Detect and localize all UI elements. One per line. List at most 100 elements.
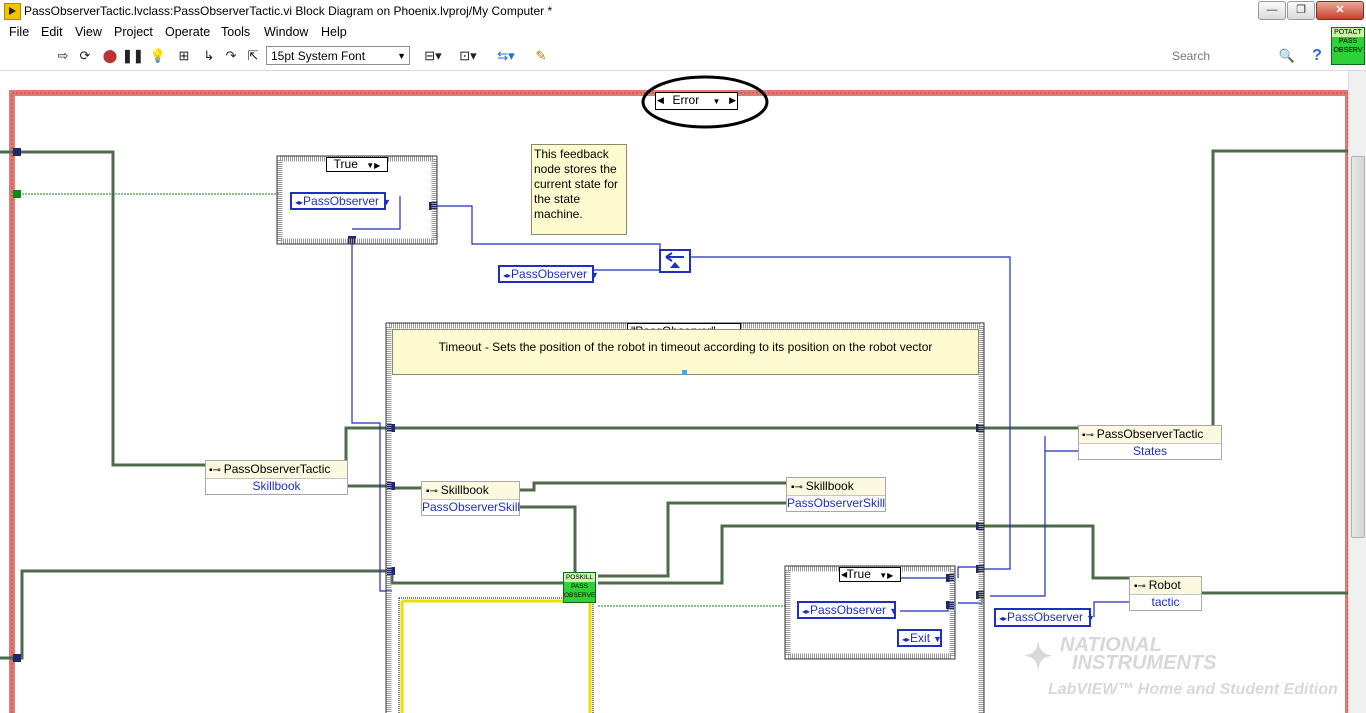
menu-project[interactable]: Project bbox=[114, 25, 153, 39]
enum-constant-exit[interactable]: ◂▸Exit▼ bbox=[897, 629, 942, 647]
window-title: PassObserverTactic.lvclass:PassObserverT… bbox=[24, 4, 553, 18]
ni-watermark-line2: INSTRUMENTS bbox=[1072, 652, 1217, 674]
minimize-button[interactable]: — bbox=[1258, 1, 1286, 20]
increment-icon[interactable]: ▶ bbox=[729, 95, 736, 105]
timeout-comment[interactable]: Timeout - Sets the position of the robot… bbox=[392, 329, 979, 375]
run-continuous-icon[interactable]: ⟳ bbox=[79, 48, 91, 63]
enum-arrows-icon: ◂▸ bbox=[902, 635, 911, 644]
unbundle-tactic-skillbook[interactable]: ▪⊸ PassObserverTactic Skillbook bbox=[205, 460, 348, 495]
font-select-value: 15pt System Font bbox=[271, 49, 366, 63]
bundle-header: ▪⊸ Robot bbox=[1130, 577, 1201, 594]
maximize-button[interactable]: ❐ bbox=[1287, 1, 1315, 20]
enum-constant-exit-value: Exit bbox=[910, 631, 931, 645]
distribute-icon[interactable]: ⊡▾ bbox=[459, 48, 477, 63]
bundle-field: States bbox=[1079, 443, 1221, 459]
pause-icon[interactable]: ❚❚ bbox=[122, 48, 144, 63]
block-diagram[interactable]: ◀ Error ▼ ▶ True ▼▶ ◂▸PassObserver▼ This… bbox=[0, 71, 1348, 713]
vi-icon-line3: OBSERV bbox=[1333, 47, 1363, 54]
unbundle-header: ▪⊸ PassObserverTactic bbox=[206, 461, 347, 478]
search-input[interactable]: Search bbox=[1172, 49, 1211, 63]
true-case-selector-value: True bbox=[333, 157, 358, 171]
cleanup-icon[interactable]: ✎ bbox=[535, 48, 547, 63]
subvi-line2: PASS bbox=[571, 583, 588, 590]
vi-icon-line1: POTACT bbox=[1332, 28, 1364, 37]
ni-watermark-line1: NATIONAL bbox=[1060, 634, 1162, 656]
pass-observer-skill-subvi[interactable]: POSKILL PASS OBSERVE bbox=[563, 572, 596, 603]
enum-wire-1 bbox=[432, 205, 661, 257]
true-case-selector-2[interactable]: ◀ True ▼▶ bbox=[839, 567, 901, 582]
unbundle-class-name: PassObserverTactic bbox=[223, 462, 331, 476]
bundle-tactic-states[interactable]: ▪⊸ PassObserverTactic States bbox=[1078, 425, 1222, 460]
ni-eagle-logo-icon: ✦ bbox=[1024, 638, 1053, 676]
enum-constant-top-value: PassObserver bbox=[303, 194, 380, 208]
title-bar: PassObserverTactic.lvclass:PassObserverT… bbox=[0, 0, 1366, 24]
chevron-down-icon: ▼ bbox=[397, 51, 406, 61]
class-icon: ▪⊸ bbox=[1082, 430, 1097, 441]
step-out-icon[interactable]: ⇱ bbox=[247, 48, 259, 63]
step-into-icon[interactable]: ↳ bbox=[203, 48, 215, 63]
feedback-node bbox=[659, 249, 691, 273]
unbundle-field: PassObserverSkill bbox=[422, 499, 521, 515]
menu-operate[interactable]: Operate bbox=[165, 25, 211, 39]
feedback-comment[interactable]: This feedback node stores the current st… bbox=[531, 144, 627, 235]
enum-arrows-icon: ◂▸ bbox=[999, 614, 1008, 623]
chevron-down-icon: ▼ bbox=[712, 97, 721, 106]
menu-file[interactable]: File bbox=[9, 25, 30, 39]
chevron-down-icon: ▼ bbox=[1086, 613, 1095, 623]
menu-window[interactable]: Window bbox=[264, 25, 309, 39]
error-wire bbox=[402, 599, 592, 713]
enum-constant-feedback[interactable]: ◂▸PassObserver▼ bbox=[498, 265, 599, 283]
labview-app-icon bbox=[4, 3, 21, 20]
search-icon[interactable]: 🔍 bbox=[1278, 48, 1296, 63]
chevron-down-icon: ▼ bbox=[382, 197, 391, 207]
decrement-icon[interactable]: ◀ bbox=[657, 95, 664, 105]
decrement-icon[interactable]: ◀ bbox=[841, 570, 848, 579]
step-over-icon[interactable]: ↷ bbox=[225, 48, 237, 63]
abort-icon[interactable]: ⬤ bbox=[102, 48, 118, 63]
unbundle-class-name: Skillbook bbox=[805, 479, 854, 493]
menu-tools[interactable]: Tools bbox=[221, 25, 251, 39]
true-case-selector[interactable]: True ▼▶ bbox=[326, 157, 388, 172]
unbundle-skillbook-2[interactable]: ▪⊸ Skillbook PassObserverSkill bbox=[786, 477, 886, 512]
help-icon[interactable]: ? bbox=[1312, 47, 1322, 64]
bundle-class-name: PassObserverTactic bbox=[1096, 427, 1204, 441]
vi-icon[interactable]: POTACT PASS OBSERV bbox=[1331, 27, 1365, 65]
unbundle-header: ▪⊸ Skillbook bbox=[787, 478, 885, 495]
enum-constant-feedback-value: PassObserver bbox=[511, 267, 588, 281]
unbundle-class-name: Skillbook bbox=[440, 483, 489, 497]
close-button[interactable]: ✕ bbox=[1316, 1, 1364, 20]
outer-case-selector-value: Error bbox=[672, 93, 700, 107]
menu-edit[interactable]: Edit bbox=[41, 25, 63, 39]
bundle-robot-tactic[interactable]: ▪⊸ Robot tactic bbox=[1129, 576, 1202, 611]
menu-view[interactable]: View bbox=[75, 25, 102, 39]
class-icon: ▪⊸ bbox=[209, 465, 224, 476]
menu-help[interactable]: Help bbox=[321, 25, 347, 39]
unbundle-skillbook-1[interactable]: ▪⊸ Skillbook PassObserverSkill bbox=[421, 481, 520, 516]
scrollbar-thumb[interactable] bbox=[1351, 156, 1365, 538]
highlight-execution-icon[interactable]: 💡 bbox=[149, 48, 167, 63]
selector-highlight-oval bbox=[641, 75, 769, 129]
enum-constant-inner-value: PassObserver bbox=[810, 603, 887, 617]
wires-layer bbox=[0, 75, 1348, 713]
bundle-header: ▪⊸ PassObserverTactic bbox=[1079, 426, 1221, 443]
vi-icon-line2: PASS bbox=[1338, 38, 1358, 45]
unbundle-field: PassObserverSkill bbox=[787, 495, 886, 511]
align-icon[interactable]: ⊟▾ bbox=[424, 48, 442, 63]
enum-constant-right[interactable]: ◂▸PassObserver▼ bbox=[994, 608, 1095, 627]
class-icon: ▪⊸ bbox=[791, 482, 806, 493]
chevron-down-icon: ▼ bbox=[889, 606, 898, 616]
chevron-down-icon: ▼ bbox=[590, 270, 599, 280]
run-arrow-icon[interactable]: ⇨ bbox=[57, 48, 69, 63]
vertical-scrollbar[interactable] bbox=[1348, 71, 1366, 713]
outer-case-selector[interactable]: ◀ Error ▼ ▶ bbox=[655, 92, 738, 110]
class-icon: ▪⊸ bbox=[426, 486, 441, 497]
enum-constant-inner[interactable]: ◂▸PassObserver▼ bbox=[797, 601, 898, 619]
unbundle-header: ▪⊸ Skillbook bbox=[422, 482, 519, 499]
resize-handle[interactable] bbox=[682, 370, 687, 375]
font-select[interactable]: 15pt System Font ▼ bbox=[266, 46, 410, 65]
enum-arrows-icon: ◂▸ bbox=[503, 271, 512, 280]
subvi-line1: POSKILL bbox=[564, 573, 595, 582]
retain-wire-values-icon[interactable]: ⊞ bbox=[178, 48, 190, 63]
enum-constant-top[interactable]: ◂▸PassObserver▼ bbox=[290, 192, 391, 210]
reorder-icon[interactable]: ⇆▾ bbox=[497, 48, 515, 63]
